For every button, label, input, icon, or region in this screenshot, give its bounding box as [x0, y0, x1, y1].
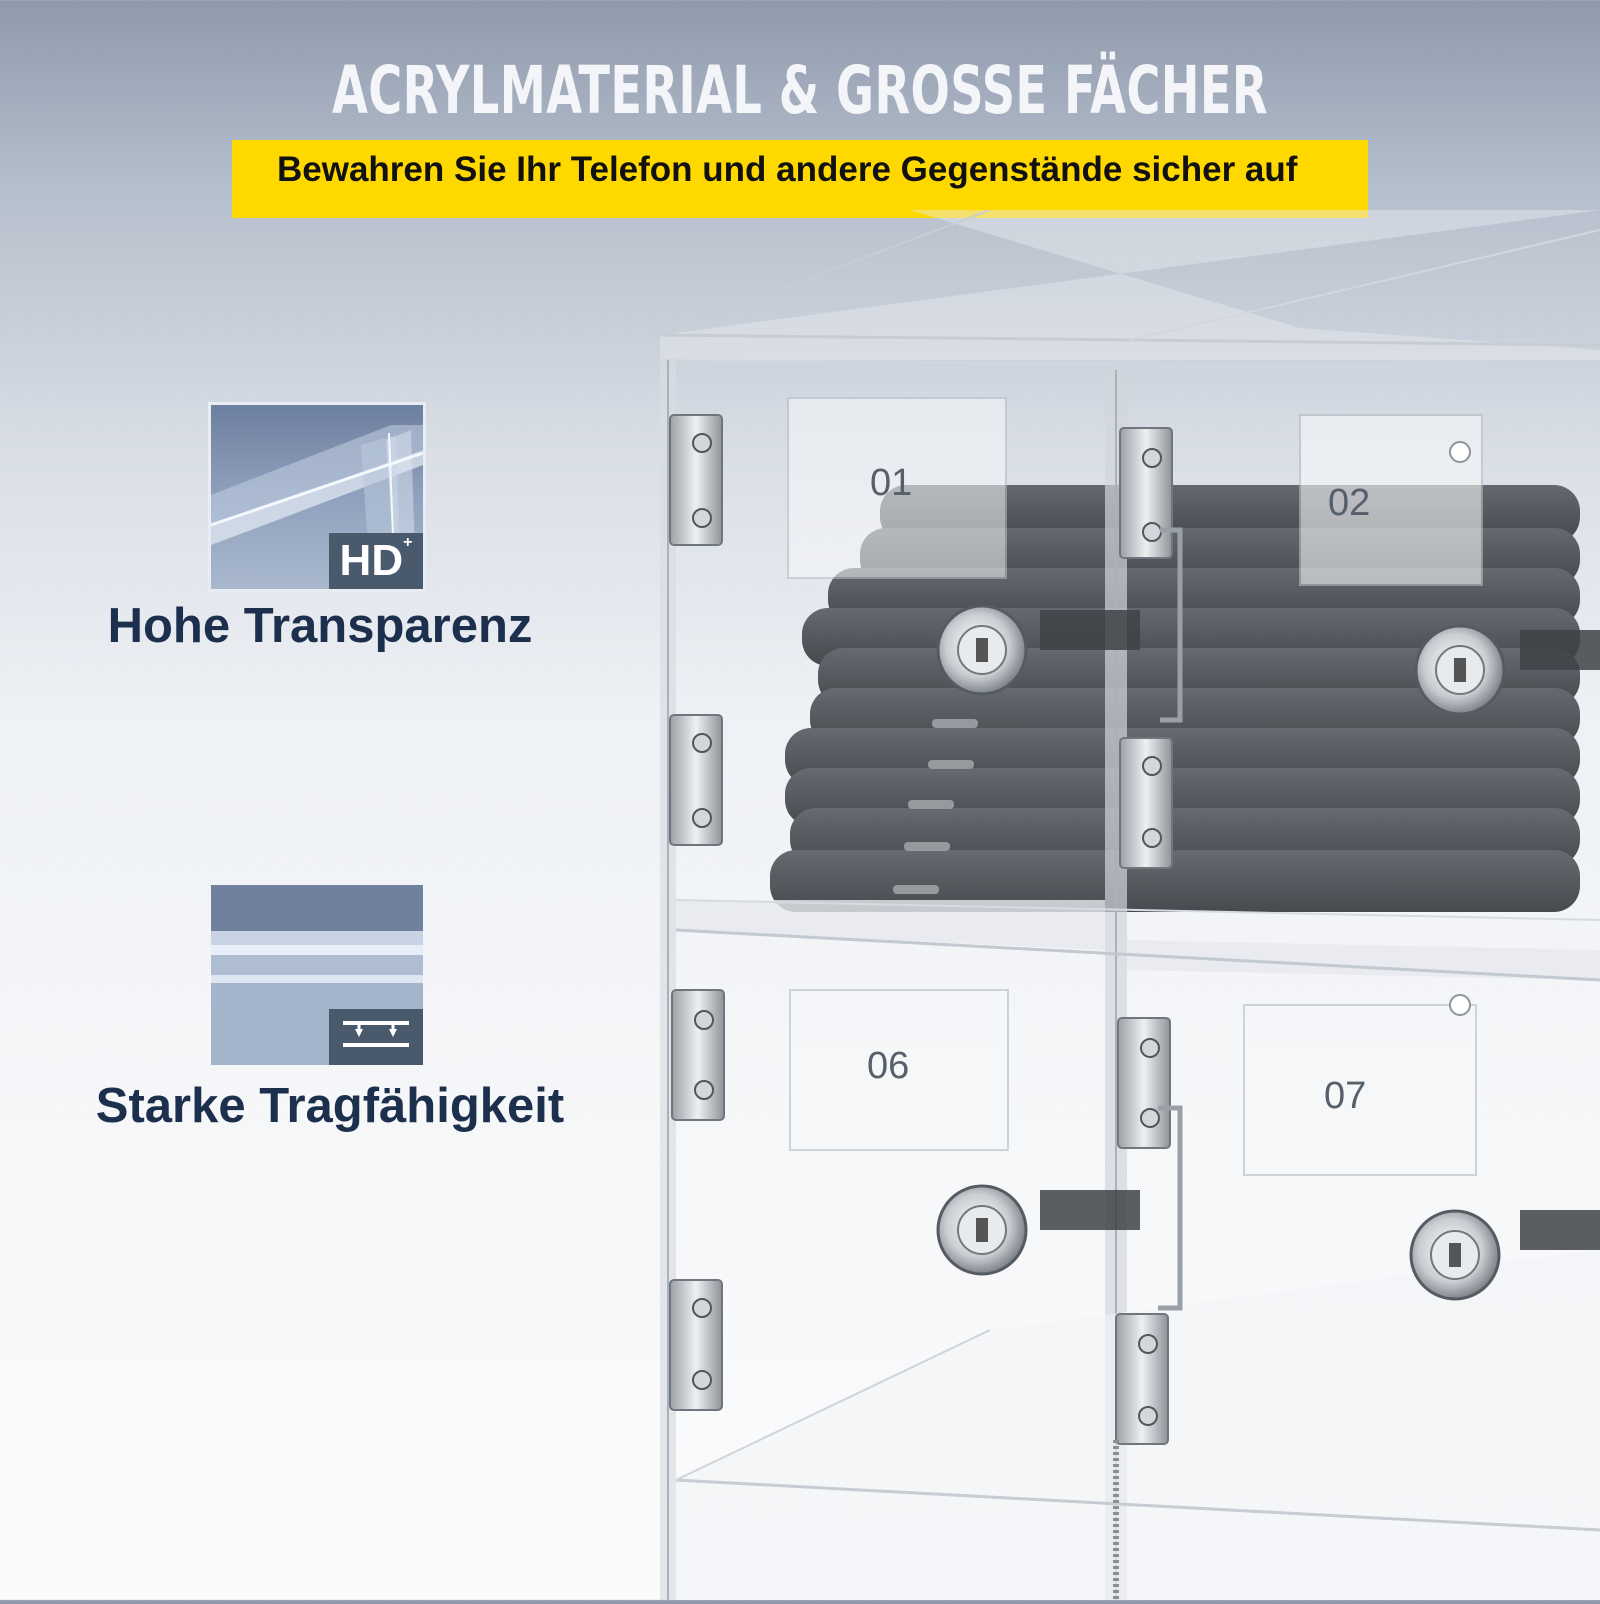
- feature-label-transparency: Hohe Transparenz: [107, 599, 533, 653]
- tag-holder-01: 01: [787, 397, 1007, 579]
- feature-label-load: Starke Tragfähigkeit: [95, 1079, 565, 1133]
- tag-label-06: 06: [867, 1045, 909, 1087]
- shelf-graphic: [211, 885, 423, 1065]
- tag-holder-06: 06: [789, 989, 1009, 1151]
- hd-badge-sup: +: [403, 534, 413, 551]
- tag-label-02: 02: [1328, 482, 1370, 524]
- hd-badge: HD+: [329, 533, 423, 589]
- cabinet-illustration: 01 02 06 07: [659, 209, 1600, 1600]
- hd-badge-text: HD: [339, 536, 404, 585]
- subtitle-banner: Bewahren Sie Ihr Telefon und andere Gege…: [232, 140, 1368, 218]
- tag-label-07: 07: [1324, 1075, 1366, 1117]
- hinge-icon: [669, 414, 1173, 1445]
- tag-label-01: 01: [870, 462, 912, 504]
- tag-holder-07: 07: [1243, 994, 1477, 1176]
- acrylic-locker-cabinet: 01 02 06 07: [659, 209, 1600, 1600]
- subtitle-text: Bewahren Sie Ihr Telefon und andere Gege…: [277, 150, 1298, 189]
- hd-transparency-icon: HD+: [208, 402, 426, 592]
- load-capacity-icon: [211, 885, 423, 1065]
- tag-holder-02: 02: [1299, 414, 1483, 586]
- load-badge: [329, 1009, 423, 1065]
- headline: ACRYLMATERIAL & GROSSE FÄCHER: [332, 52, 1268, 129]
- load-arrows-icon: [343, 1021, 409, 1047]
- cam-lock-icon: [936, 604, 1600, 1301]
